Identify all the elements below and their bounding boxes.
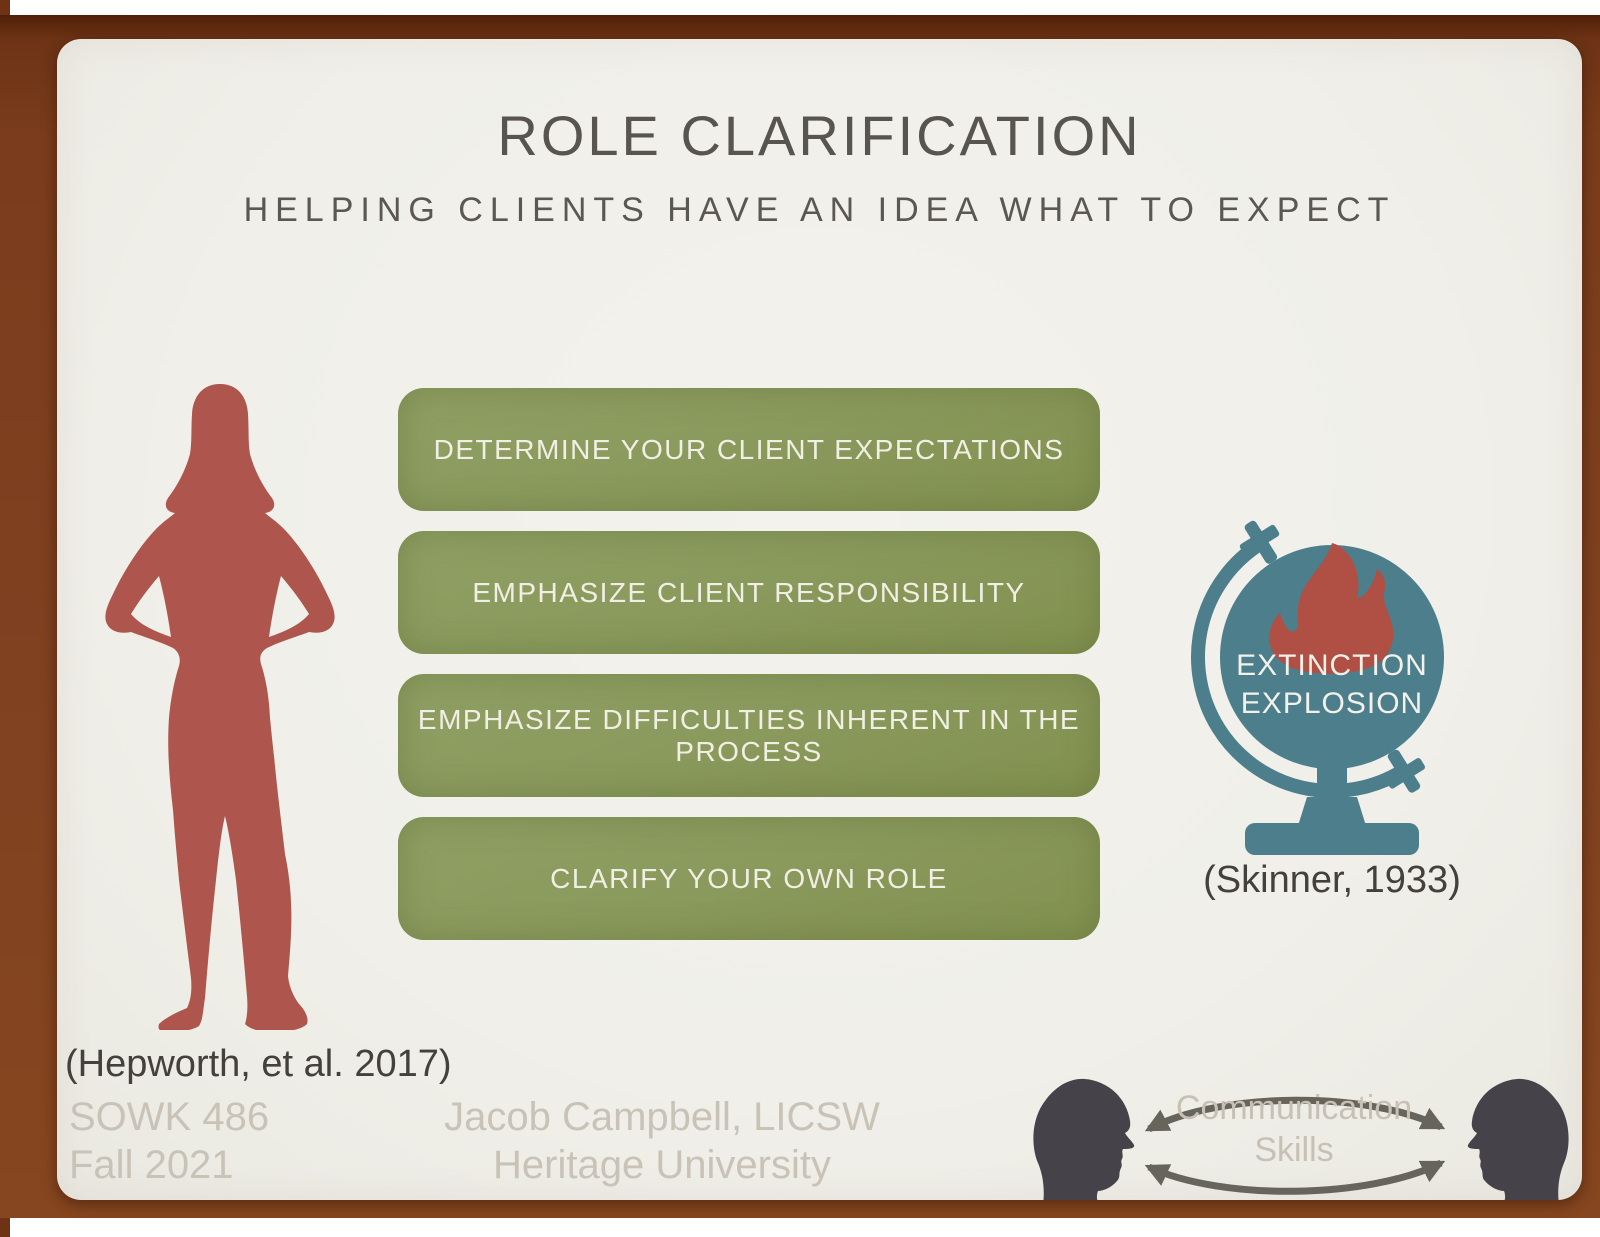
footer-institution: Heritage University xyxy=(493,1143,831,1187)
footer-term: Fall 2021 xyxy=(69,1143,234,1187)
page-title: ROLE CLARIFICATION xyxy=(497,104,1142,167)
bullet-box-2: EMPHASIZE CLIENT RESPONSIBILITY xyxy=(398,531,1100,654)
communication-label-line2: Skills xyxy=(1254,1131,1333,1169)
flame-icon xyxy=(1269,543,1394,674)
bullet-box-2-label: EMPHASIZE CLIENT RESPONSIBILITY xyxy=(472,576,1026,608)
bullet-box-1-label: DETERMINE YOUR CLIENT EXPECTATIONS xyxy=(433,433,1065,465)
globe-on-stand-icon: EXTINCTION EXPLOSION xyxy=(1191,520,1444,855)
bullet-box-list: DETERMINE YOUR CLIENT EXPECTATIONS EMPHA… xyxy=(398,388,1100,960)
bullet-box-1: DETERMINE YOUR CLIENT EXPECTATIONS xyxy=(398,388,1100,511)
slide-paper: ROLE CLARIFICATION HELPING CLIENTS HAVE … xyxy=(57,39,1582,1200)
bullet-box-3: EMPHASIZE DIFFICULTIES INHERENT IN THE P… xyxy=(398,674,1100,797)
left-profile-head-icon xyxy=(1033,1078,1135,1200)
bullet-box-4-label: CLARIFY YOUR OWN ROLE xyxy=(550,862,948,894)
citation-hepworth: (Hepworth, et al. 2017) xyxy=(65,1043,452,1085)
globe-base xyxy=(1245,823,1419,855)
globe-label-line1: EXTINCTION xyxy=(1236,649,1428,682)
footer-course: SOWK 486 xyxy=(69,1095,270,1139)
double-headed-curved-arrows-icon xyxy=(1144,1096,1446,1195)
communication-label-line1: Communication xyxy=(1176,1089,1412,1127)
footer-course-block: SOWK 486 Fall 2021 xyxy=(69,1093,269,1189)
footer-author: Jacob Campbell, LICSW xyxy=(444,1095,880,1139)
globe-label-line2: EXPLOSION xyxy=(1241,687,1423,720)
right-profile-head-icon xyxy=(1467,1078,1569,1200)
communication-skills-graphic: Communication Skills xyxy=(1033,1078,1569,1200)
footer-author-block: Jacob Campbell, LICSW Heritage Universit… xyxy=(412,1093,912,1189)
bullet-box-4: CLARIFY YOUR OWN ROLE xyxy=(398,817,1100,940)
bullet-box-3-label: EMPHASIZE DIFFICULTIES INHERENT IN THE P… xyxy=(417,703,1081,767)
globe-meridian-ring xyxy=(1191,520,1425,798)
citation-skinner: (Skinner, 1933) xyxy=(1203,859,1461,901)
woman-silhouette-icon xyxy=(105,384,335,1030)
page-subtitle: HELPING CLIENTS HAVE AN IDEA WHAT TO EXP… xyxy=(243,191,1396,229)
